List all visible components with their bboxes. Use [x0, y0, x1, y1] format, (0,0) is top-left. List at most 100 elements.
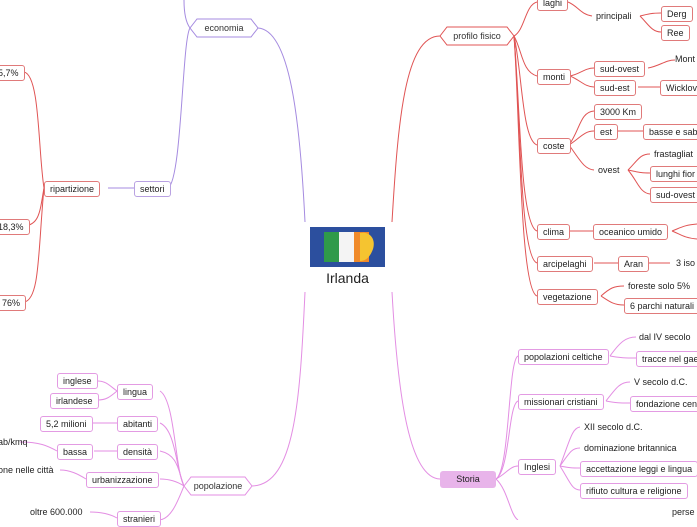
connector-storia-celtiche — [495, 355, 519, 480]
connector-storia-extra — [495, 478, 519, 520]
connector-inglesi-1 — [559, 426, 581, 467]
vegetazione-node[interactable]: vegetazione — [537, 289, 598, 305]
clima-node[interactable]: clima — [537, 224, 571, 240]
clima-value[interactable]: oceanico umido — [593, 224, 669, 240]
ripartizione-value-3[interactable]: 76% — [0, 295, 27, 311]
coste-est[interactable]: est — [594, 124, 619, 140]
connector-coste-est — [568, 130, 595, 146]
inglesi-value-2[interactable]: dominazione britannica — [584, 443, 677, 453]
aran-value[interactable]: 3 iso — [676, 258, 696, 268]
missionari-cristiani-node[interactable]: missionari cristiani — [518, 394, 604, 410]
lago-ree[interactable]: Ree — [661, 25, 690, 41]
densita-node[interactable]: densità — [117, 444, 159, 460]
connector-urban-val — [59, 469, 87, 480]
coste-est-value[interactable]: basse e sab — [643, 124, 697, 140]
connector-lingua-2 — [97, 390, 118, 401]
connector-clima-sub2 — [671, 230, 697, 240]
connector-pop-urban — [159, 478, 185, 487]
connector-principali-derg — [639, 12, 662, 17]
storia-node[interactable]: Storia — [440, 471, 496, 488]
urbanizzazione-node[interactable]: urbanizzazione — [86, 472, 159, 488]
ovest-value-2[interactable]: lunghi fior — [650, 166, 697, 182]
connector-economia — [257, 27, 306, 223]
ripartizione-node[interactable]: ripartizione — [44, 181, 101, 197]
connector-storia — [391, 291, 441, 480]
connector-pop-stranieri — [159, 485, 185, 520]
inglesi-value-1[interactable]: XII secolo d.C. — [584, 422, 643, 432]
lingua-inglese[interactable]: inglese — [57, 373, 98, 389]
aran-node[interactable]: Aran — [618, 256, 650, 272]
densita-unit[interactable]: ab/kmq — [0, 437, 28, 447]
connector-pop-densita — [159, 450, 185, 487]
connector-missionari-2 — [605, 400, 631, 404]
inglesi-value-4[interactable]: rifiuto cultura e religione — [580, 483, 688, 499]
coste-lunghezza[interactable]: 3000 Km — [594, 104, 643, 120]
ovest-value-1[interactable]: frastagliat — [654, 149, 694, 159]
center-title[interactable]: Irlanda — [326, 270, 369, 286]
coste-ovest[interactable]: ovest — [598, 165, 620, 175]
connector-monti-sudest — [569, 75, 595, 88]
vegetazione-value-2[interactable]: 6 parchi naturali — [624, 298, 697, 314]
connector-clima-sub — [671, 223, 697, 232]
connector-ovest-2 — [627, 169, 651, 174]
monti-node[interactable]: monti — [537, 69, 572, 85]
profilo-hexagon — [439, 26, 515, 46]
connector-coste-len — [568, 110, 595, 146]
missionari-value-2[interactable]: fondazione cen — [630, 396, 697, 412]
connector-lingua-1 — [97, 380, 118, 392]
connector-profilo — [391, 35, 441, 223]
monti-sud-ovest[interactable]: sud-ovest — [594, 61, 646, 77]
connector-rip-1 — [23, 71, 45, 189]
popolazioni-celtiche-node[interactable]: popolazioni celtiche — [518, 349, 609, 365]
coste-node[interactable]: coste — [537, 138, 571, 154]
monti-sud-est[interactable]: sud-est — [594, 80, 636, 96]
connector-coste-ovest — [568, 144, 595, 171]
missionari-value-1[interactable]: V secolo d.C. — [634, 377, 688, 387]
ripartizione-value-1[interactable]: 5,7% — [0, 65, 25, 81]
stranieri-value[interactable]: oltre 600.000 — [30, 507, 83, 517]
storia-extra[interactable]: perse — [672, 507, 695, 517]
connector-prof-arcip — [513, 35, 538, 264]
ireland-flag-icon — [310, 227, 385, 267]
connector-prof-veget — [513, 35, 538, 297]
connector-veget-2 — [600, 295, 625, 306]
lingua-node[interactable]: lingua — [117, 384, 154, 400]
connector-ovest-3 — [627, 169, 651, 195]
connector-inglesi-4 — [559, 465, 581, 491]
abitanti-node[interactable]: abitanti — [117, 416, 159, 432]
connector-storia-missionari — [495, 400, 519, 480]
ovest-value-3[interactable]: sud-ovest — [650, 187, 697, 203]
principali-node[interactable]: principali — [596, 11, 632, 21]
inglesi-node[interactable]: Inglesi — [518, 459, 557, 475]
profilo-fisico-node[interactable]: profilo fisico — [453, 31, 501, 41]
densita-value[interactable]: bassa — [57, 444, 94, 460]
settori-node[interactable]: settori — [134, 181, 171, 197]
lago-derg[interactable]: Derg — [661, 6, 693, 22]
connector-rip-3 — [23, 187, 45, 303]
laghi-node[interactable]: laghi — [537, 0, 569, 11]
abitanti-value[interactable]: 5,2 milioni — [40, 416, 93, 432]
connector-principali-ree — [639, 15, 662, 33]
ripartizione-value-2[interactable]: 18,3% — [0, 219, 30, 235]
connector-prof-coste — [513, 35, 538, 146]
connector-storia-inglesi — [495, 465, 519, 480]
popolazione-node[interactable]: popolazione — [193, 481, 243, 491]
stranieri-node[interactable]: stranieri — [117, 511, 162, 527]
urbanizzazione-value[interactable]: one nelle città — [0, 465, 54, 475]
connector-stranieri-val — [89, 511, 118, 519]
economia-node[interactable]: economia — [204, 23, 244, 33]
connector-celtiche-1 — [609, 336, 637, 357]
connector-prof-laghi — [513, 1, 538, 37]
connector-missionari-1 — [605, 381, 631, 402]
monti-sud-est-value[interactable]: Wicklov — [660, 80, 697, 96]
inglesi-value-3[interactable]: accettazione leggi e lingua — [580, 461, 697, 477]
monti-sud-ovest-value[interactable]: Mont — [675, 54, 696, 64]
celtiche-value-1[interactable]: dal IV secolo — [639, 332, 691, 342]
arcipelaghi-node[interactable]: arcipelaghi — [537, 256, 593, 272]
celtiche-value-2[interactable]: tracce nel gae — [636, 351, 697, 367]
connector-pop-lingua — [159, 390, 185, 487]
vegetazione-value-1[interactable]: foreste solo 5% — [628, 281, 691, 291]
lingua-irlandese[interactable]: irlandese — [50, 393, 99, 409]
popolazione-hexagon — [183, 476, 253, 496]
